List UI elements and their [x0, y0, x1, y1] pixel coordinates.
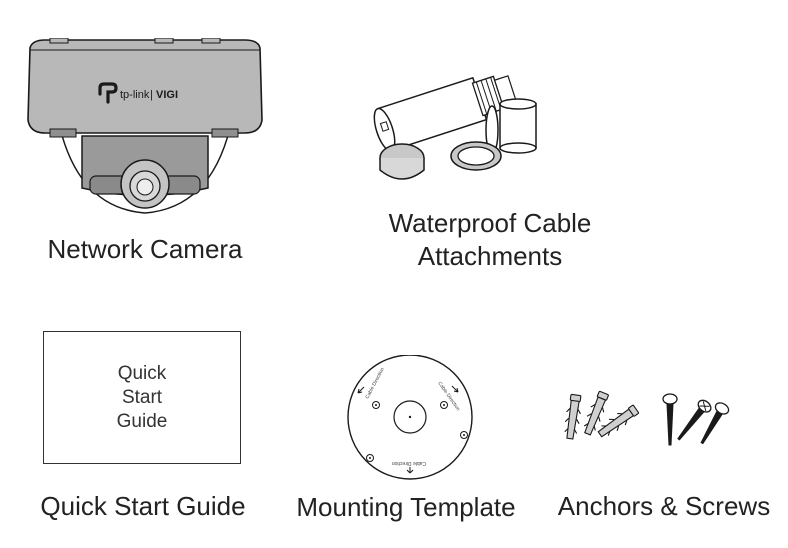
waterproof-cable-illustration	[373, 75, 537, 180]
booklet-line1: Quick	[117, 362, 167, 384]
anchor-icon	[564, 390, 640, 440]
mounting-template-label: Mounting Template	[296, 492, 516, 522]
booklet-line2: Start	[121, 386, 163, 408]
waterproof-label-line2: Attachments	[417, 241, 563, 271]
quick-start-guide-label: Quick Start Guide	[40, 491, 246, 521]
anchors-and-screws-illustration	[564, 390, 730, 446]
camera-logo-brand: tp-link	[120, 89, 150, 101]
booklet-line3: Guide	[116, 410, 168, 432]
screw-icon	[662, 393, 730, 446]
waterproof-label-line1: Waterproof Cable	[388, 208, 592, 238]
mounting-template-illustration: Cable Direction Cable Direction Cable Di…	[347, 355, 473, 480]
camera-logo-divider: |	[150, 89, 153, 101]
template-cable-direction-3: Cable Direction	[392, 460, 426, 466]
network-camera-label: Network Camera	[47, 234, 243, 264]
anchors-screws-label: Anchors & Screws	[557, 491, 771, 521]
tp-link-logo-icon	[98, 82, 118, 104]
arrow-icon	[357, 385, 459, 474]
network-camera-illustration: tp-link | VIGI	[27, 38, 263, 214]
camera-logo-sub: VIGI	[156, 89, 178, 101]
quick-start-guide-booklet: Quick Start Guide	[43, 331, 241, 464]
